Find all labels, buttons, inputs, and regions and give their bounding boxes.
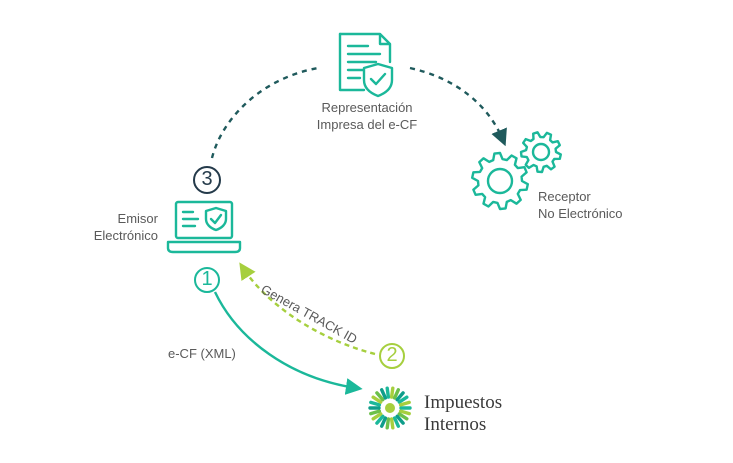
ecf-label: e-CF (XML) bbox=[168, 346, 236, 361]
impuestos-line1: Impuestos bbox=[424, 392, 503, 413]
receptor-label: Receptor No Electrónico bbox=[538, 188, 668, 222]
step-2-circle bbox=[379, 343, 405, 369]
print-connector-left bbox=[210, 66, 319, 159]
representacion-line1: Representación bbox=[321, 100, 413, 115]
step-1-number: 1 bbox=[201, 268, 213, 290]
representacion-label: Representación Impresa del e-CF bbox=[292, 99, 442, 133]
impuestos-line2: Internos bbox=[424, 414, 487, 435]
ecf-connector bbox=[213, 291, 363, 395]
track-connector bbox=[239, 262, 376, 356]
receptor-line2: No Electrónico bbox=[538, 206, 623, 221]
impuestos-internos-wordmark: Impuestos Internos bbox=[424, 392, 502, 436]
print-connector-right bbox=[409, 66, 507, 147]
step-1-circle bbox=[194, 267, 220, 293]
gears-icon bbox=[471, 131, 562, 211]
laptop-shield-icon bbox=[166, 200, 242, 254]
representacion-line2: Impresa del e-CF bbox=[316, 117, 418, 132]
track-id-label: Genera TRACK ID bbox=[259, 282, 360, 347]
dgii-logo-icon bbox=[368, 386, 412, 430]
step-3-circle bbox=[193, 166, 221, 194]
emisor-line2: Electrónico bbox=[93, 228, 158, 243]
document-shield-icon bbox=[338, 32, 394, 98]
receptor-line1: Receptor bbox=[538, 189, 591, 204]
step-2-number: 2 bbox=[386, 344, 398, 366]
step-3-number: 3 bbox=[201, 168, 213, 190]
emisor-line1: Emisor bbox=[117, 211, 158, 226]
emisor-label: Emisor Electrónico bbox=[70, 210, 158, 244]
